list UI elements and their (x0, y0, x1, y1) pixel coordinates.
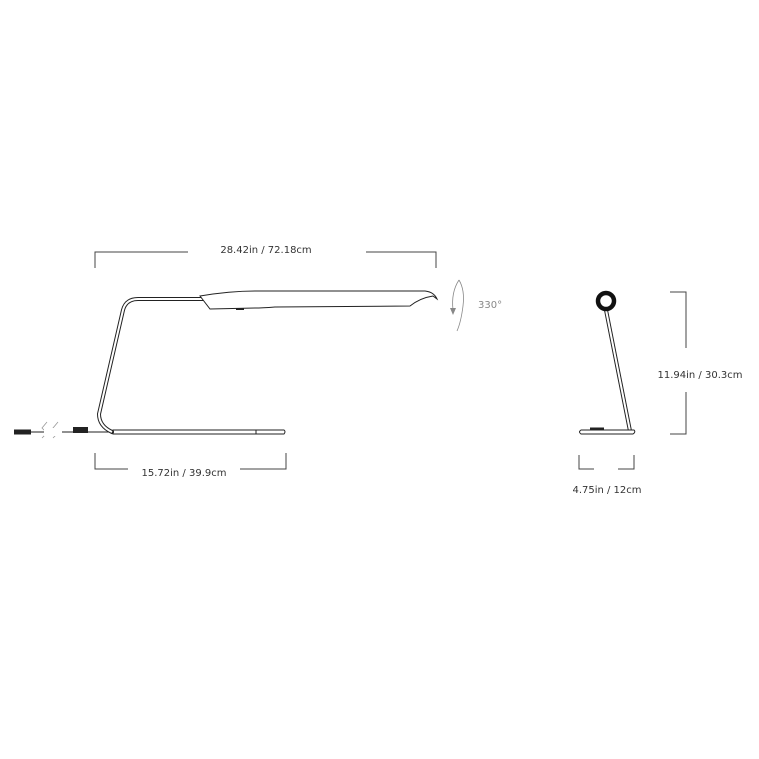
power-cable (14, 421, 113, 439)
lamp-base (112, 429, 286, 435)
base-width-dimension: 4.75in / 12cm (572, 455, 642, 496)
rotation-indicator: 330° (450, 279, 502, 332)
lamp-arm (96, 297, 205, 434)
height-label: 11.94in / 30.3cm (658, 370, 743, 381)
overall-width-label: 28.42in / 72.18cm (220, 245, 311, 256)
lamp-front-view (579, 290, 636, 435)
base-length-label: 15.72in / 39.9cm (142, 468, 227, 479)
height-dimension: 11.94in / 30.3cm (658, 291, 743, 435)
lamp-head-front (595, 290, 617, 312)
lamp-side-view: 330° (14, 279, 502, 439)
base-width-label: 4.75in / 12cm (572, 485, 641, 496)
lamp-head (199, 290, 439, 310)
base-length-dimension: 15.72in / 39.9cm (94, 453, 287, 479)
lamp-base-front (579, 429, 636, 435)
rotation-label: 330° (478, 300, 502, 311)
rotation-arrow-icon (456, 279, 464, 332)
overall-width-dimension: 28.42in / 72.18cm (94, 245, 437, 268)
